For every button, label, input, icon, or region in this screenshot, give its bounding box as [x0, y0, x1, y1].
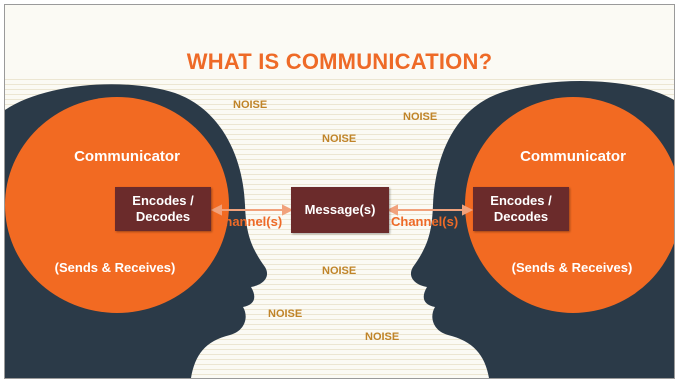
page-title: WHAT IS COMMUNICATION? — [186, 49, 493, 74]
left-sends-receives: (Sends & Receives) — [54, 260, 176, 275]
right-brain — [465, 97, 674, 313]
noise-label: NOISE — [322, 265, 357, 277]
noise-label: NOISE — [403, 111, 438, 123]
left-channel-arrowhead-left — [210, 204, 222, 216]
message-label: Message(s) — [304, 202, 376, 217]
slide: WHAT IS COMMUNICATION? Communicator Enco… — [4, 4, 675, 379]
left-encode-line2: Decodes — [135, 209, 191, 224]
noise-label: NOISE — [268, 308, 303, 320]
right-channel-label: Channel(s) — [391, 214, 459, 229]
left-communicator-label: Communicator — [74, 148, 180, 165]
noise-label: NOISE — [322, 133, 357, 145]
right-encode-line2: Decodes — [493, 209, 549, 224]
left-channel-arrowhead-right — [282, 204, 294, 216]
left-channel-label: Channel(s) — [215, 214, 283, 229]
noise-label: NOISE — [233, 99, 268, 111]
right-communicator-label: Communicator — [520, 148, 626, 165]
heads-illustration — [5, 80, 674, 378]
right-channel-arrowhead-right — [462, 204, 474, 216]
left-encode-line1: Encodes / — [132, 193, 194, 208]
noise-label: NOISE — [365, 331, 400, 343]
message-box: Message(s) — [291, 187, 389, 233]
left-encode-box: Encodes / Decodes — [115, 187, 211, 231]
right-sends-receives: (Sends & Receives) — [511, 260, 633, 275]
right-channel-arrowhead-left — [386, 204, 398, 216]
right-encode-box: Encodes / Decodes — [473, 187, 569, 231]
right-encode-line1: Encodes / — [490, 193, 552, 208]
